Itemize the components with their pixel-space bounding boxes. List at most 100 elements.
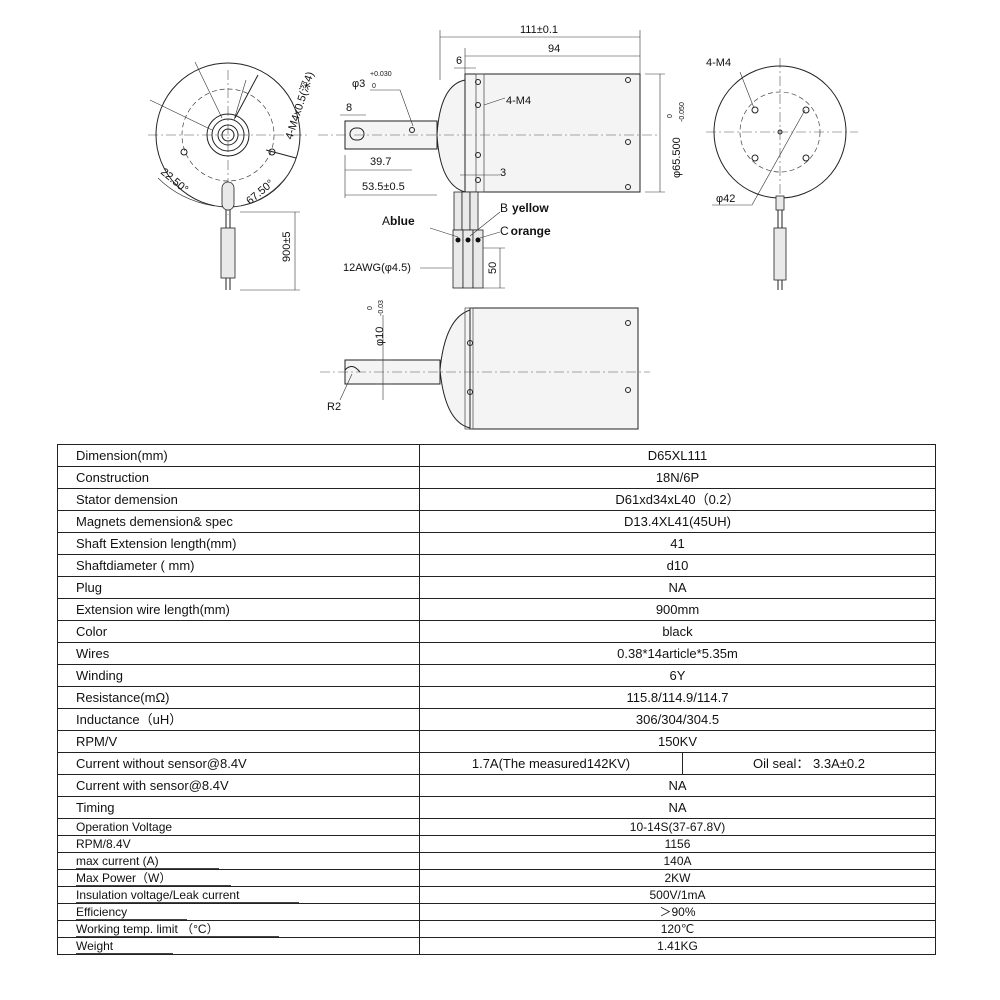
spec-label: Max Power（W）	[57, 869, 420, 887]
spec-value: 2KW	[419, 869, 936, 887]
spec-label-text: Working temp. limit （°C）	[76, 922, 279, 937]
spec-value: 6Y	[419, 664, 936, 687]
spec-label-text: max current (A)	[76, 854, 219, 869]
wire-c-label: C	[500, 224, 509, 238]
wire-spec: 12AWG(φ4.5)	[343, 262, 411, 274]
rear-pcd: φ42	[716, 193, 735, 205]
spec-row: max current (A) 140A	[57, 852, 936, 870]
side-hole-tol-upper: +0.030	[370, 71, 392, 78]
shaft-detail-view: φ10 0 -0.03 R2	[320, 300, 650, 430]
spec-value: black	[419, 620, 936, 643]
spec-label: Timing	[57, 796, 420, 819]
side-shaft-length: 53.5±0.5	[362, 181, 405, 193]
spec-label: Construction	[57, 466, 420, 489]
spec-row: Max Power（W） 2KW	[57, 869, 936, 887]
rear-view: 4-M4 φ42	[706, 57, 858, 290]
spec-label: Insulation voltage/Leak current	[57, 886, 420, 904]
motor-body	[464, 73, 641, 193]
spec-label: Operation Voltage	[57, 818, 420, 836]
spec-label: Weight	[57, 937, 420, 955]
spec-label: Dimension(mm)	[57, 444, 420, 467]
spec-label: Shaftdiameter ( mm)	[57, 554, 420, 577]
side-body-length: 94	[548, 43, 560, 55]
spec-value: NA	[419, 774, 936, 797]
spec-value-secondary: Oil seal： 3.3A±0.2	[753, 756, 865, 771]
spec-row: Shaft Extension length(mm)41	[57, 532, 936, 555]
front-angle-a: 22.50°	[158, 166, 190, 196]
wire-a-label: A	[382, 214, 390, 228]
side-body-dia-tol-upper: 0	[667, 114, 674, 118]
side-body-dia: φ65.500	[671, 137, 683, 178]
spec-value: 900mm	[419, 598, 936, 621]
wire-c-color: orange	[511, 224, 551, 238]
spec-label: max current (A)	[57, 852, 420, 870]
spec-label: Plug	[57, 576, 420, 599]
spec-label: Current with sensor@8.4V	[57, 774, 420, 797]
shaft-view-tol-lower: -0.03	[378, 300, 385, 316]
spec-value: ＞90%	[419, 903, 936, 921]
spec-value: D61xd34xL40（0.2）	[419, 488, 936, 511]
spec-label: Winding	[57, 664, 420, 687]
spec-value: D13.4XL41(45UH)	[419, 510, 936, 533]
spec-label-text: Weight	[76, 939, 174, 954]
spec-label-text: Max Power（W）	[76, 871, 232, 886]
svg-text:Ablue: Ablue	[382, 214, 415, 228]
motor-technical-drawing: 900±5 4-M4x0.5(深4) 22.50° 67.50° 111±0.1…	[148, 24, 858, 430]
spec-value: 150KV	[419, 730, 936, 753]
spec-label: Resistance(mΩ)	[57, 686, 420, 709]
side-shaft-segment: 39.7	[370, 156, 391, 168]
side-body-dia-tol-lower: -0.050	[679, 102, 686, 122]
side-view: 111±0.1 94 6 4-M4 8 φ3 +0.030 0 39.7	[318, 24, 686, 289]
wire-tail-dim: 50	[487, 262, 499, 274]
spec-value: 115.8/114.9/114.7	[419, 686, 936, 709]
spec-label: Efficiency	[57, 903, 420, 921]
side-mount-label: 4-M4	[506, 95, 531, 107]
front-view: 900±5 4-M4x0.5(深4) 22.50° 67.50°	[148, 61, 317, 291]
shaft-view-body	[469, 307, 639, 430]
spec-value: 306/304/304.5	[419, 708, 936, 731]
spec-label: Current without sensor@8.4V	[57, 752, 420, 775]
spec-row: Extension wire length(mm)900mm	[57, 598, 936, 621]
spec-label-text: Insulation voltage/Leak current	[76, 888, 300, 903]
spec-value: 41	[419, 532, 936, 555]
spec-label: Magnets demension& spec	[57, 510, 420, 533]
spec-value: 140A	[419, 852, 936, 870]
spec-value: NA	[419, 796, 936, 819]
front-wire-length-dim: 900±5	[281, 231, 293, 262]
spec-row: Resistance(mΩ)115.8/114.9/114.7	[57, 686, 936, 709]
wire-b-label: B	[500, 201, 508, 215]
spec-row: Shaftdiameter ( mm)d10	[57, 554, 936, 577]
wire-c	[472, 229, 484, 289]
spec-row: Inductance（uH）306/304/304.5	[57, 708, 936, 731]
spec-value: 18N/6P	[419, 466, 936, 489]
spec-value: 0.38*14article*5.35m	[419, 642, 936, 665]
spec-value: NA	[419, 576, 936, 599]
spec-value: 1.7A(The measured142KV)	[421, 753, 683, 774]
shaft-view-tol-upper: 0	[367, 306, 374, 310]
spec-label: Wires	[57, 642, 420, 665]
spec-label-text: Efficiency	[76, 905, 188, 920]
spec-label: Color	[57, 620, 420, 643]
spec-row: Insulation voltage/Leak current 500V/1mA	[57, 886, 936, 904]
spec-value: d10	[419, 554, 936, 577]
wire-b-color: yellow	[512, 201, 549, 215]
wire-a-color: blue	[390, 214, 415, 228]
spec-value: 500V/1mA	[419, 886, 936, 904]
spec-value-split: 1.7A(The measured142KV) Oil seal： 3.3A±0.…	[419, 752, 936, 775]
shaft-view-dia: φ10	[374, 327, 386, 346]
spec-value: D65XL111	[419, 444, 936, 467]
